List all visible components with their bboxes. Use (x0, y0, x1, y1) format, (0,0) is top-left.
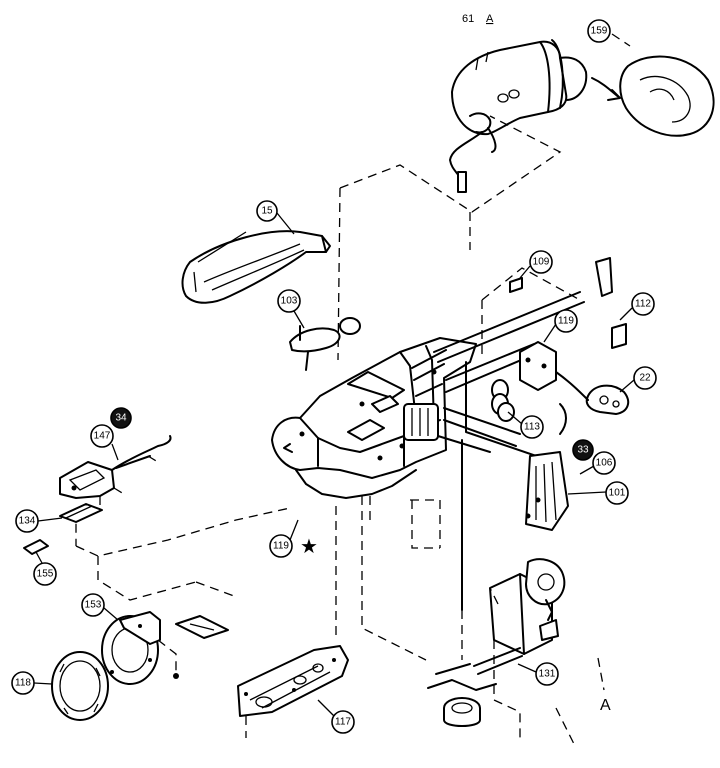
callout-15: 15 (256, 200, 278, 222)
small-bracket-153 (175, 615, 229, 639)
guide-line-109 (481, 267, 581, 360)
svg-text:155: 155 (37, 569, 54, 580)
guide-line-147 (75, 455, 159, 546)
part-118-front-ring (51, 651, 109, 721)
svg-text:153: 153 (85, 600, 102, 611)
guide-line-lower-right (461, 587, 521, 740)
callout-leaders (33, 212, 635, 717)
guide-rail-right (461, 361, 549, 611)
part-22-knob (585, 384, 630, 415)
part-lower-right-housing (489, 558, 566, 655)
callout-119-upper: 119 (554, 309, 578, 333)
callout-106: 106 (592, 451, 616, 475)
svg-text:15: 15 (261, 206, 273, 217)
guide-line-117 (245, 496, 427, 738)
view-a-label-top: A (486, 13, 494, 25)
callout-117: 117 (331, 710, 355, 734)
callout-153: 153 (81, 593, 105, 617)
part-112-bracket (595, 257, 627, 349)
svg-text:33: 33 (577, 445, 589, 456)
svg-text:112: 112 (635, 299, 651, 310)
svg-text:134: 134 (19, 516, 36, 527)
svg-text:118: 118 (15, 678, 31, 689)
callout-34: 34 (110, 407, 132, 429)
main-chassis (271, 337, 477, 499)
guide-line-left (75, 507, 291, 601)
part-113-buttons (491, 379, 567, 435)
callout-22: 22 (633, 366, 657, 390)
view-a-marker-lines (555, 657, 605, 749)
callout-119-lower: 119 (269, 534, 293, 558)
guide-line-center (369, 496, 441, 549)
svg-text:119: 119 (273, 541, 289, 552)
callout-113: 113 (520, 415, 544, 439)
svg-text:117: 117 (335, 717, 351, 728)
part-153-lens-mount (101, 611, 161, 685)
guide-rail-lower (437, 407, 521, 453)
view-a-label: A (600, 697, 611, 714)
leader-159 (611, 33, 631, 47)
part-103-lever (289, 325, 341, 371)
viewfinder-eyepiece (449, 39, 588, 193)
part-155-clip (23, 539, 49, 555)
part-117-base-plate (237, 645, 349, 717)
arrow-eyecup (591, 77, 621, 101)
svg-text:34: 34 (115, 413, 127, 424)
part-134-plate (59, 503, 103, 523)
drum-assembly (427, 663, 497, 727)
callout-159: 159 (587, 19, 611, 43)
svg-text:101: 101 (609, 488, 626, 499)
o-ring (339, 317, 361, 335)
header-label: 61 (462, 13, 474, 25)
callout-101: 101 (605, 481, 629, 505)
svg-text:106: 106 (596, 458, 613, 469)
eye-cup (619, 55, 715, 137)
callout-103: 103 (277, 289, 301, 313)
screw-153 (173, 673, 179, 679)
svg-text:159: 159 (591, 26, 608, 37)
svg-text:113: 113 (524, 422, 540, 433)
part-147-holder (59, 435, 172, 499)
callout-147: 147 (90, 424, 114, 448)
part-101-side-panel (525, 451, 569, 531)
callout-118: 118 (11, 671, 35, 695)
callout-131: 131 (535, 662, 559, 686)
callout-112: 112 (631, 292, 655, 316)
svg-text:147: 147 (94, 431, 111, 442)
hand-strap (181, 230, 331, 304)
guide-line-153 (157, 581, 235, 672)
part-109-screw (509, 277, 523, 293)
svg-text:22: 22 (639, 373, 651, 384)
star-marker: ★ (300, 534, 318, 558)
guide-line-viewfinder (337, 115, 562, 361)
svg-text:103: 103 (281, 296, 298, 307)
callout-155: 155 (33, 562, 57, 586)
part-131-shaft (473, 647, 523, 675)
callout-109: 109 (529, 250, 553, 274)
callout-33: 33 (572, 439, 594, 461)
callout-134: 134 (15, 509, 39, 533)
svg-text:119: 119 (558, 316, 574, 327)
svg-text:131: 131 (539, 669, 556, 680)
part-119-switch (519, 341, 557, 391)
svg-text:109: 109 (533, 257, 550, 268)
connector-22 (555, 371, 589, 401)
